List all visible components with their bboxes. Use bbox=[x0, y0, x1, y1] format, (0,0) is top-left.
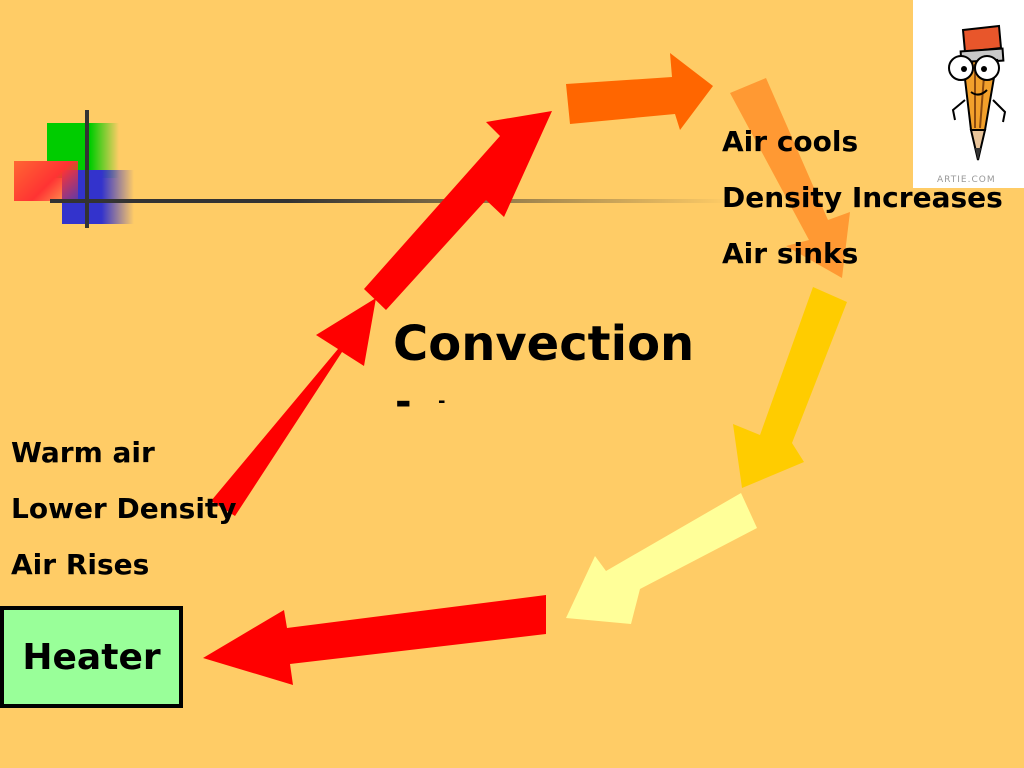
heater-label: Heater bbox=[22, 636, 161, 678]
label-air-cools: Air cools bbox=[722, 125, 859, 158]
decor-red-square bbox=[14, 161, 78, 201]
title-dash-small: - bbox=[438, 391, 446, 412]
label-warm-air: Warm air bbox=[11, 436, 155, 469]
arrow-to-heater bbox=[203, 595, 546, 685]
label-lower-density: Lower Density bbox=[11, 492, 237, 525]
diagram-title: Convection bbox=[393, 316, 695, 372]
heater-box: Heater bbox=[0, 606, 183, 708]
title-dash: - bbox=[395, 379, 412, 425]
arrow-sinking-upper bbox=[730, 78, 850, 278]
decor-vertical-line bbox=[85, 110, 89, 228]
arrow-rising-upper bbox=[364, 111, 552, 310]
artie-watermark: ARTIE.COM bbox=[937, 175, 996, 185]
pencil-character-clipart: ARTIE.COM bbox=[913, 0, 1024, 188]
label-air-rises: Air Rises bbox=[11, 548, 150, 581]
arrow-sinking-lower bbox=[733, 287, 847, 488]
arrow-returning-right bbox=[566, 493, 757, 624]
pencil-character-icon bbox=[948, 24, 1007, 161]
arrow-top-right bbox=[566, 53, 713, 130]
label-air-sinks: Air sinks bbox=[722, 237, 859, 270]
arrow-rising-lower bbox=[211, 298, 376, 516]
decor-horizontal-line bbox=[50, 199, 730, 203]
